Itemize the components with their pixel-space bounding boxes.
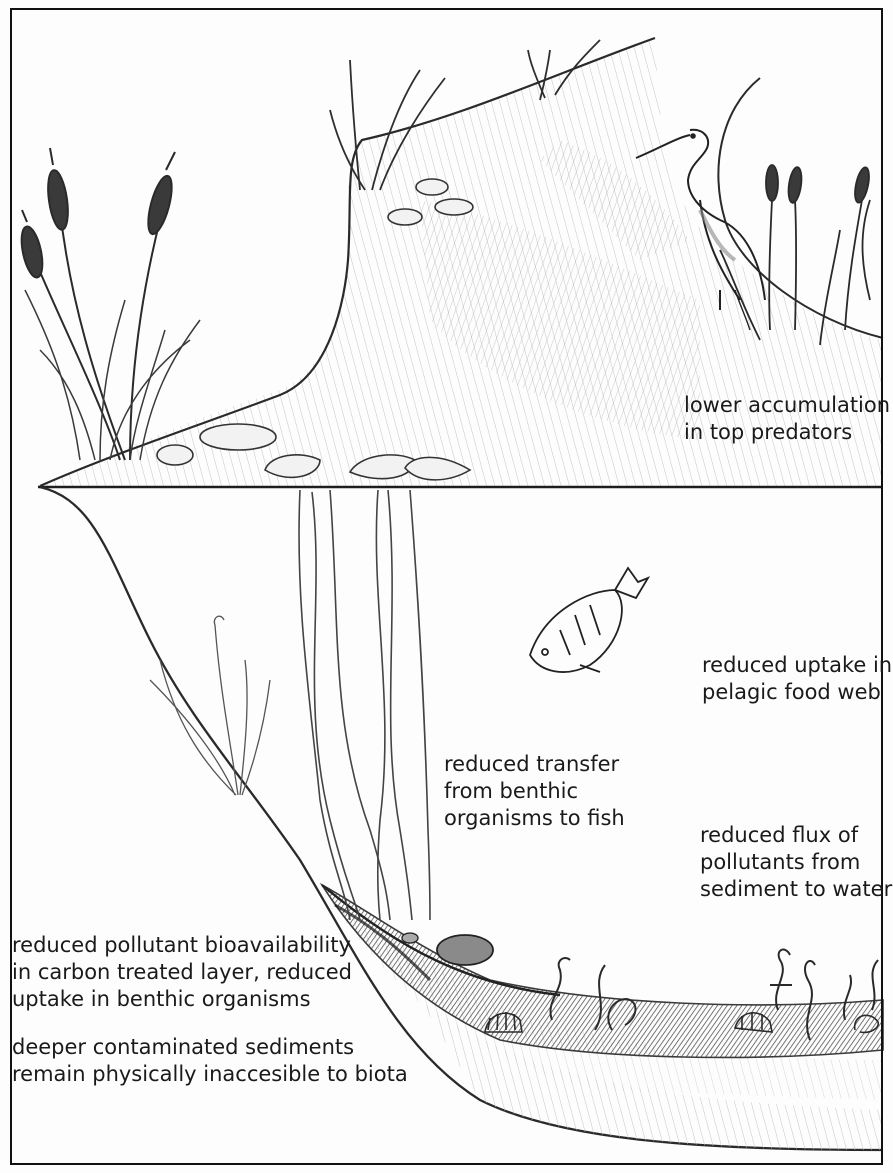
label-bioavailability: reduced pollutant bioavailability in car… — [12, 932, 352, 1013]
label-pelagic-food-web: reduced uptake in pelagic food web — [702, 652, 892, 706]
cattail-icon — [18, 148, 177, 460]
label-top-predators: lower accumulation in top predators — [684, 392, 890, 446]
label-deeper-sediments: deeper contaminated sediments remain phy… — [12, 1034, 408, 1088]
label-benthic-transfer: reduced transfer from benthic organisms … — [444, 751, 625, 832]
label-sediment-flux: reduced flux of pollutants from sediment… — [700, 822, 892, 903]
pondweed-icon — [150, 616, 270, 795]
fish-icon — [530, 568, 648, 672]
